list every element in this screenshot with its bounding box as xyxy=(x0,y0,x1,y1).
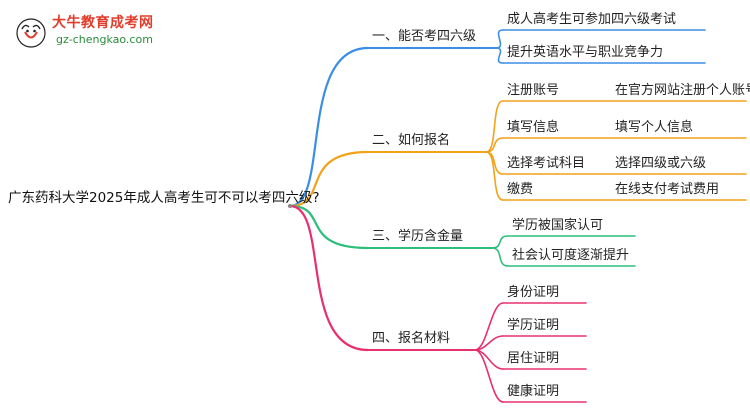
logo-url: gz-chengkao.com xyxy=(56,33,153,46)
connector-branch-leaf xyxy=(474,349,504,403)
site-logo[interactable]: 大牛教育成考网 gz-chengkao.com xyxy=(8,8,168,52)
mindmap-root: 广东药科大学2025年成人高考生可不可以考四六级? xyxy=(8,190,320,206)
connector-branch-leaf xyxy=(485,151,504,201)
connector-branch-leaf xyxy=(495,47,504,64)
connector-root-branch xyxy=(288,204,370,352)
logo-name: 大牛教育成考网 xyxy=(52,15,154,31)
bull-logo-icon xyxy=(16,18,46,48)
leaf-detail: 在官方网站注册个人账号 xyxy=(615,83,750,98)
leaf-label: 健康证明 xyxy=(507,384,560,399)
connector-branch-leaf xyxy=(485,137,504,153)
root-junction xyxy=(288,204,292,208)
leaf-label: 社会认可度逐渐提升 xyxy=(512,248,630,263)
leaf-detail: 在线支付考试费用 xyxy=(615,182,720,197)
branch-label: 四、报名材料 xyxy=(372,331,451,346)
leaf-label: 提升英语水平与职业竞争力 xyxy=(507,45,664,60)
leaf-detail: 填写个人信息 xyxy=(615,120,694,135)
connector-branch-leaf xyxy=(491,247,509,267)
leaf-label: 学历被国家认可 xyxy=(512,218,604,233)
branch-label: 二、如何报名 xyxy=(372,133,451,148)
leaf-label: 学历证明 xyxy=(507,318,560,333)
branch-label: 一、能否考四六级 xyxy=(372,29,477,44)
leaf-label: 居住证明 xyxy=(507,351,560,366)
leaf-label: 成人高考生可参加四六级考试 xyxy=(507,12,677,27)
connector-branch-leaf xyxy=(491,235,509,249)
connector-branch-leaf xyxy=(495,29,504,49)
leaf-label: 身份证明 xyxy=(507,285,560,300)
connector-root-branch xyxy=(288,46,370,208)
leaf-label: 注册账号 xyxy=(507,83,560,98)
leaf-label: 选择考试科目 xyxy=(507,156,586,171)
leaf-label: 缴费 xyxy=(507,182,534,197)
branch-label: 三、学历含金量 xyxy=(372,229,464,244)
connector-root-branch xyxy=(288,150,370,208)
connector-branch-leaf xyxy=(485,100,504,153)
connector-branch-leaf xyxy=(474,302,504,351)
leaf-detail: 选择四级或六级 xyxy=(615,156,707,171)
connector-root-branch xyxy=(288,204,370,250)
leaf-label: 填写信息 xyxy=(507,120,560,135)
